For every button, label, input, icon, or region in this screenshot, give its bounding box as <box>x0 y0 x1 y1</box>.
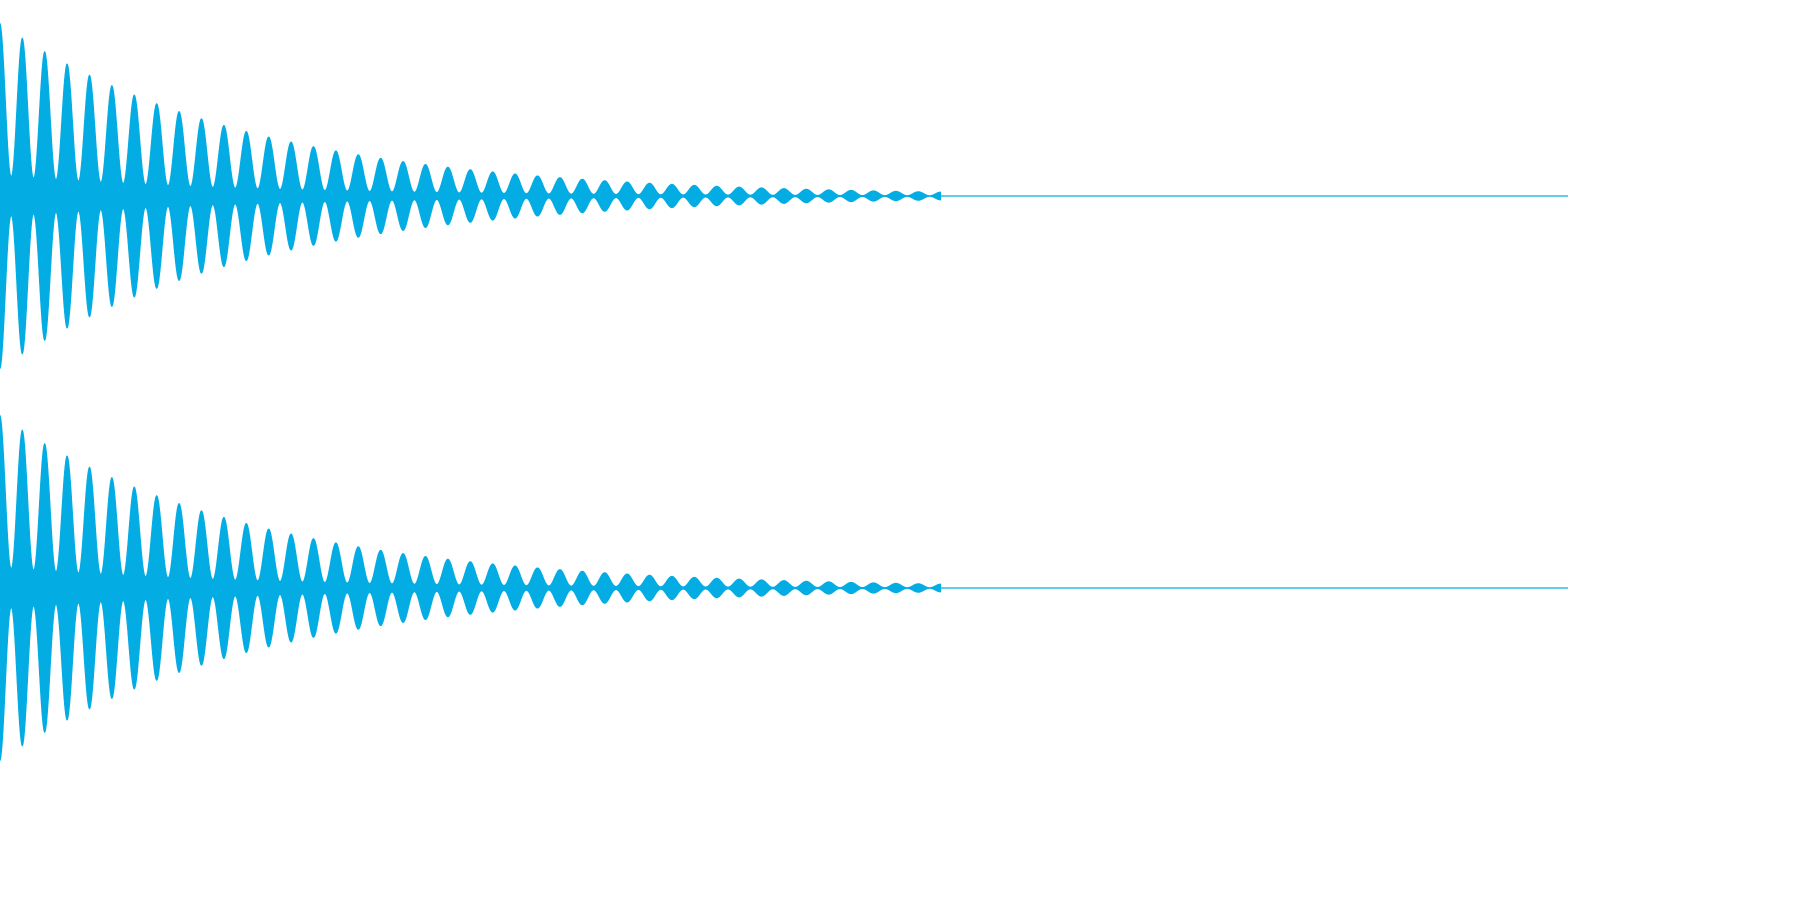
waveform-channel-l <box>0 22 942 370</box>
waveform-channel-r <box>0 414 942 762</box>
